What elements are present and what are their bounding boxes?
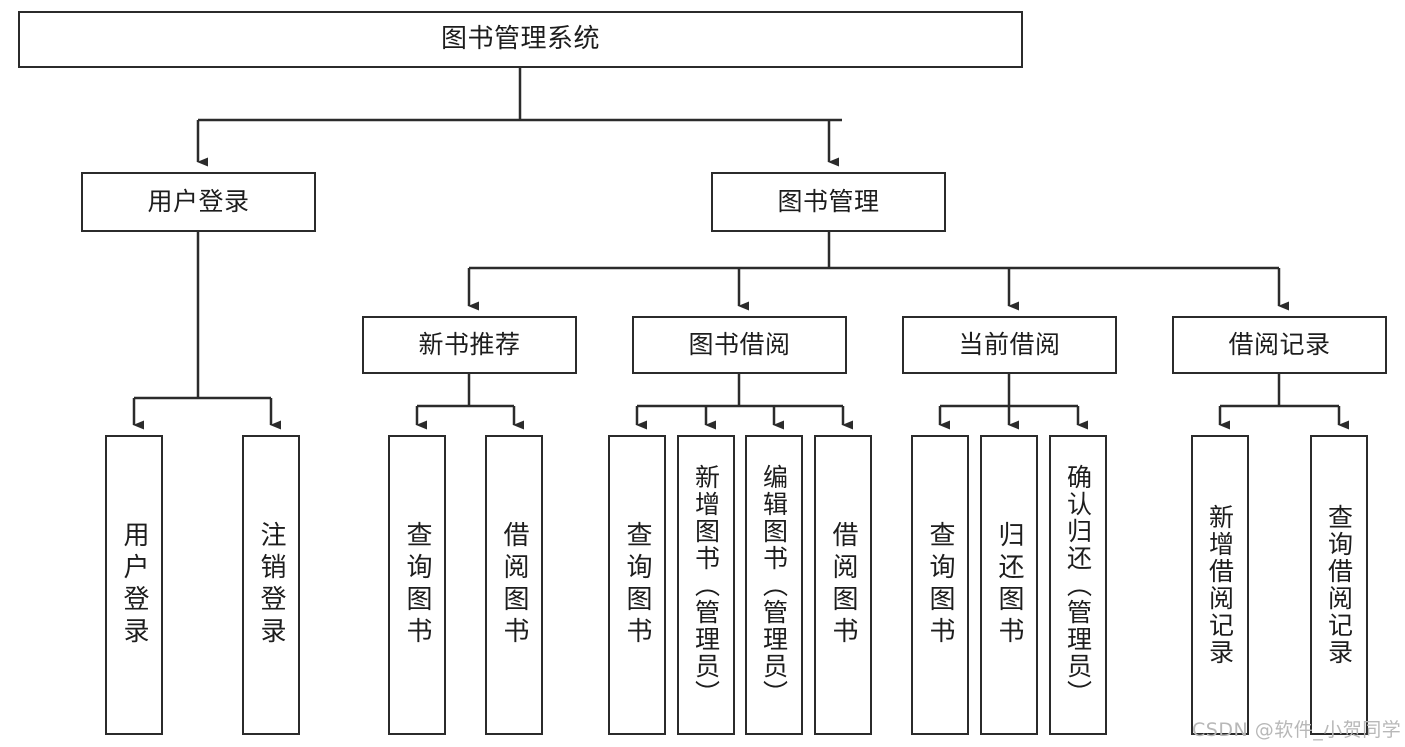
node-new-book-recommend[interactable]: 新书推荐 <box>362 316 577 374</box>
node-label: 归还图书 <box>994 521 1024 649</box>
node-label: 图书借阅 <box>688 329 791 359</box>
node-root-book-management-system[interactable]: 图书管理系统 <box>18 11 1023 68</box>
node-label: 借阅记录 <box>1228 329 1331 359</box>
leaf-add-book-admin[interactable]: 新增图书（管理员） <box>677 435 735 735</box>
leaf-confirm-return-admin[interactable]: 确认归还（管理员） <box>1049 435 1107 735</box>
leaf-add-borrow-record[interactable]: 新增借阅记录 <box>1191 435 1249 735</box>
node-label: 借阅图书 <box>828 521 858 649</box>
node-label: 图书管理系统 <box>440 23 600 54</box>
node-label: 注销登录 <box>256 521 286 649</box>
node-book-management[interactable]: 图书管理 <box>711 172 946 232</box>
node-label: 编辑图书（管理员） <box>759 463 789 707</box>
leaf-borrow-book-recommend[interactable]: 借阅图书 <box>485 435 543 735</box>
node-label: 新增图书（管理员） <box>691 463 721 707</box>
node-label: 查询借阅记录 <box>1324 504 1354 666</box>
leaf-edit-book-admin[interactable]: 编辑图书（管理员） <box>745 435 803 735</box>
leaf-query-book-recommend[interactable]: 查询图书 <box>388 435 446 735</box>
node-label: 用户登录 <box>147 186 250 216</box>
node-borrow-records[interactable]: 借阅记录 <box>1172 316 1387 374</box>
leaf-user-login[interactable]: 用户登录 <box>105 435 163 735</box>
node-current-borrow[interactable]: 当前借阅 <box>902 316 1117 374</box>
leaf-query-borrow-record[interactable]: 查询借阅记录 <box>1310 435 1368 735</box>
node-label: 查询图书 <box>925 521 955 649</box>
node-label: 确认归还（管理员） <box>1063 463 1093 707</box>
csdn-watermark: CSDN @软件_小贺同学 <box>1192 719 1402 741</box>
node-label: 借阅图书 <box>499 521 529 649</box>
node-label: 当前借阅 <box>958 329 1061 359</box>
node-label: 图书管理 <box>777 186 880 216</box>
node-label: 新书推荐 <box>418 329 521 359</box>
leaf-query-book-current[interactable]: 查询图书 <box>911 435 969 735</box>
leaf-borrow-book[interactable]: 借阅图书 <box>814 435 872 735</box>
node-label: 查询图书 <box>402 521 432 649</box>
node-book-borrow[interactable]: 图书借阅 <box>632 316 847 374</box>
leaf-logout[interactable]: 注销登录 <box>242 435 300 735</box>
node-label: 查询图书 <box>622 521 652 649</box>
node-label: 用户登录 <box>119 521 149 649</box>
leaf-query-book-borrow[interactable]: 查询图书 <box>608 435 666 735</box>
node-user-login[interactable]: 用户登录 <box>81 172 316 232</box>
leaf-return-book[interactable]: 归还图书 <box>980 435 1038 735</box>
node-label: 新增借阅记录 <box>1205 504 1235 666</box>
